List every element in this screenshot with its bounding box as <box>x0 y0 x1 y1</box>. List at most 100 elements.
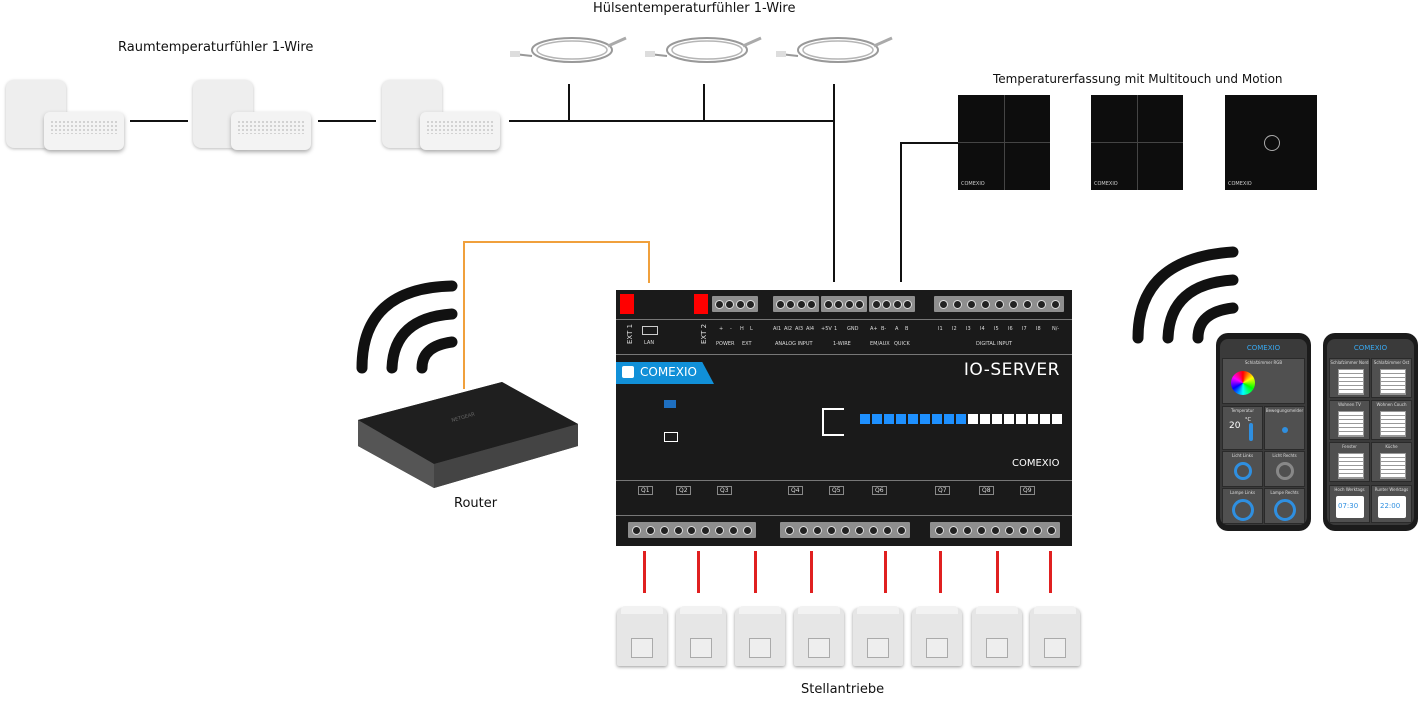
tile-blind-5[interactable]: Fenster <box>1329 442 1370 482</box>
tile-lamp-right[interactable]: Lampe Rechts <box>1264 488 1305 524</box>
lan-cable-down <box>648 241 650 283</box>
phone-right-header: COMEXIO <box>1353 344 1388 352</box>
tile-blind-6[interactable]: Küche <box>1371 442 1412 482</box>
label-i7: I7 <box>1022 326 1027 332</box>
label-plus: + <box>719 326 724 332</box>
group-1wire: 1-WIRE <box>833 341 851 347</box>
actuator-6 <box>912 606 962 666</box>
lan-label: LAN <box>644 340 655 346</box>
output-label: Q9 <box>1020 486 1035 495</box>
wire-probe-2-drop <box>703 84 705 121</box>
status-led <box>932 414 942 424</box>
status-led <box>980 414 990 424</box>
tile-blind-2[interactable]: Schlafzimmer Ost <box>1371 358 1412 398</box>
terminal-out-1 <box>628 522 756 538</box>
actuator-cable-4 <box>810 551 813 593</box>
wire-sensor-1-2 <box>130 120 188 122</box>
status-led <box>1028 414 1038 424</box>
sleeve-probe-3 <box>776 36 893 63</box>
touch-panel-2: COMEXIO <box>1091 95 1183 190</box>
label-1: 1 <box>834 326 838 332</box>
lan-cable-across <box>463 241 650 243</box>
shutter-icon <box>1338 453 1364 479</box>
label-bminus: B- <box>881 326 887 332</box>
wifi-icon-phones <box>1132 246 1239 344</box>
label-i6: I6 <box>1008 326 1013 332</box>
label-n: N/- <box>1052 326 1060 332</box>
tile-blind-4[interactable]: Wohnen Couch <box>1371 400 1412 440</box>
label-i4: I4 <box>980 326 985 332</box>
group-quick: QUICK <box>894 341 910 347</box>
tile-lamp-left[interactable]: Lampe Links <box>1222 488 1263 524</box>
wire-probe-1-drop <box>568 84 570 121</box>
label-minus: - <box>730 326 732 332</box>
sleeve-probe-2 <box>645 36 762 63</box>
status-led <box>1016 414 1026 424</box>
touch-panel-1: COMEXIO <box>958 95 1050 190</box>
shutter-icon <box>1380 411 1406 437</box>
output-strip <box>616 480 1072 516</box>
actuator-1 <box>617 606 667 666</box>
actuator-2 <box>676 606 726 666</box>
label-actuators: Stellantriebe <box>801 682 885 697</box>
actuator-cable-6 <box>939 551 942 593</box>
brand-name: COMEXIO <box>640 365 697 379</box>
label-i5: I5 <box>994 326 999 332</box>
tile-timer-down[interactable]: Runter Werktags 22:00 <box>1371 485 1412 523</box>
tile-blind-3[interactable]: Wohnen TV <box>1329 400 1370 440</box>
status-led <box>1052 414 1062 424</box>
label-i2: I2 <box>952 326 957 332</box>
tile-light-right[interactable]: Licht Rechts <box>1264 451 1305 487</box>
label-touch-panels: Temperaturerfassung mit Multitouch und M… <box>993 72 1283 86</box>
touch-ring-icon <box>1264 135 1280 151</box>
tile-light-left[interactable]: Licht Links <box>1222 451 1263 487</box>
actuator-4 <box>794 606 844 666</box>
color-wheel-icon <box>1231 371 1255 395</box>
tile-blind-1[interactable]: Schlafzimmer Nord <box>1329 358 1370 398</box>
status-led <box>944 414 954 424</box>
dimmer-gauge-icon <box>1232 499 1254 521</box>
tile-motion[interactable]: Bewegungsmelder <box>1264 406 1305 450</box>
tile-timer-up[interactable]: Hoch Werktags 07:30 <box>1329 485 1370 523</box>
actuator-3 <box>735 606 785 666</box>
actuator-7 <box>972 606 1022 666</box>
ext1-port <box>620 294 634 314</box>
label-gnd: GND <box>847 326 859 332</box>
terminal-power <box>712 296 758 312</box>
tile-temperature[interactable]: Temperatur 20 °C <box>1222 406 1263 450</box>
timer-down-value: 22:00 <box>1380 502 1401 510</box>
actuator-cable-5 <box>884 551 887 593</box>
status-led <box>920 414 930 424</box>
ext2-label: EXT 2 <box>700 323 709 345</box>
output-label: Q7 <box>935 486 950 495</box>
label-i3: I3 <box>966 326 971 332</box>
temperature-value: 20 <box>1229 421 1241 431</box>
label-room-sensors: Raumtemperaturfühler 1-Wire <box>118 40 314 55</box>
label-i8: I8 <box>1036 326 1041 332</box>
shutter-icon <box>1338 369 1364 395</box>
dimmer-gauge-icon <box>1274 499 1296 521</box>
group-ext: EXT <box>742 341 752 347</box>
group-emaux: EM/AUX <box>870 341 890 347</box>
output-label: Q2 <box>676 486 691 495</box>
ext2-port <box>694 294 708 314</box>
sleeve-probe-1 <box>510 36 627 63</box>
label-ai4: AI4 <box>806 326 815 332</box>
terminal-aux <box>869 296 915 312</box>
status-led <box>956 414 966 424</box>
tile-rgb[interactable]: Schlafzimmer RGB <box>1222 358 1305 404</box>
led-row <box>860 414 1062 426</box>
terminal-analog <box>773 296 819 312</box>
wire-panel-horizontal <box>900 142 960 144</box>
group-analog: ANALOG INPUT <box>775 341 813 347</box>
label-sleeve-sensors: Hülsentemperaturfühler 1-Wire <box>593 1 796 16</box>
status-led-blue <box>664 400 676 408</box>
label-aplus: A+ <box>870 326 878 332</box>
wire-panel-to-io <box>900 142 902 282</box>
touch-panel-brand: COMEXIO <box>1228 181 1252 187</box>
terminal-1wire <box>821 296 867 312</box>
shutter-icon <box>1338 411 1364 437</box>
relay-symbol-icon <box>822 408 844 436</box>
actuator-cable-8 <box>1049 551 1052 593</box>
calendar-icon <box>1378 496 1406 518</box>
